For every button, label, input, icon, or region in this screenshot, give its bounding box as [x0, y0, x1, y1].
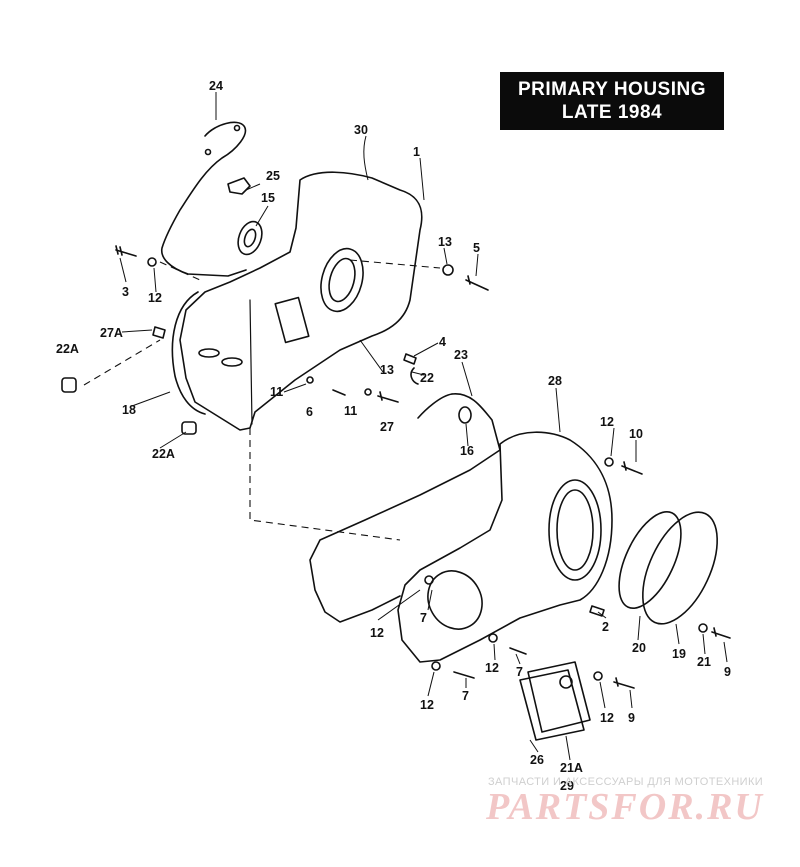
callout-27: 27	[380, 420, 394, 434]
gasket-24	[161, 121, 247, 277]
title-line-2: LATE 1984	[561, 102, 663, 123]
washer-12f	[593, 671, 603, 681]
callout-19: 19	[672, 647, 686, 661]
gasket-18	[171, 291, 206, 415]
seal-15	[237, 220, 263, 256]
callout-30: 30	[354, 123, 368, 137]
bolt-3	[115, 245, 137, 257]
gasket-26	[519, 669, 585, 741]
callout-22a-lower: 22A	[152, 447, 175, 461]
screw-9b	[613, 677, 635, 689]
callout-20: 20	[632, 641, 646, 655]
washer-21	[698, 623, 708, 633]
callout-12-lower-right: 12	[600, 711, 614, 725]
bolt-27	[377, 391, 399, 403]
callout-23: 23	[454, 348, 468, 362]
callout-5: 5	[473, 241, 480, 255]
callout-12-mid: 12	[370, 626, 384, 640]
washer-12e	[431, 661, 441, 671]
screw-9a	[711, 627, 731, 639]
callout-18: 18	[122, 403, 136, 417]
callout-3: 3	[122, 285, 129, 299]
washer-11b	[364, 388, 372, 396]
callout-1: 1	[413, 145, 420, 159]
bolt-6	[332, 389, 346, 396]
callout-12-upper-right: 12	[600, 415, 614, 429]
bolt-5	[465, 275, 489, 291]
callout-12-lower-mid: 12	[485, 661, 499, 675]
callout-22a-upper: 22A	[56, 342, 79, 356]
washer-12a	[147, 257, 157, 267]
callout-10: 10	[629, 427, 643, 441]
callout-22: 22	[420, 371, 434, 385]
callout-4: 4	[439, 335, 446, 349]
washer-12c	[424, 575, 434, 585]
callout-21a: 21A	[560, 761, 583, 775]
housing-bore	[320, 247, 364, 313]
gasket-hole	[233, 124, 241, 132]
callout-7-mid: 7	[516, 665, 523, 679]
cover-opening	[548, 479, 602, 581]
callout-13-lower: 13	[380, 363, 394, 377]
callout-12-left: 12	[148, 291, 162, 305]
gasket-hole	[204, 148, 212, 156]
derby-cover-19	[642, 511, 718, 625]
callout-13-upper: 13	[438, 235, 452, 249]
callout-16: 16	[460, 444, 474, 458]
washer-12b	[604, 457, 614, 467]
callout-25: 25	[266, 169, 280, 183]
plug-22a-lower	[181, 421, 197, 435]
callout-9-lower: 9	[628, 711, 635, 725]
gasket-23	[309, 393, 501, 623]
screw-7b	[509, 647, 527, 655]
diagram-title: PRIMARY HOUSING LATE 1984	[500, 72, 724, 130]
callout-27a: 27A	[100, 326, 123, 340]
callout-24: 24	[209, 79, 223, 93]
clutch-inspection-boss	[427, 570, 483, 630]
washer-11a	[306, 376, 314, 384]
bolt-10	[621, 461, 643, 475]
spring-22	[410, 367, 419, 385]
part-16	[458, 406, 472, 424]
inner-housing-30	[179, 171, 423, 431]
watermark-tagline: ЗАПЧАСТИ И АКСЕССУАРЫ ДЛЯ МОТОТЕХНИКИ	[488, 776, 764, 788]
callout-26: 26	[530, 753, 544, 767]
callout-7-upper: 7	[420, 611, 427, 625]
inspection-cover-29	[527, 661, 591, 733]
screw-4	[403, 353, 417, 365]
callout-9-right: 9	[724, 665, 731, 679]
fitting-27a	[152, 326, 166, 339]
callout-15: 15	[261, 191, 275, 205]
part-2	[589, 605, 605, 617]
callout-2: 2	[602, 620, 609, 634]
outer-cover-28	[397, 431, 613, 663]
callout-28: 28	[548, 374, 562, 388]
title-line-1: PRIMARY HOUSING	[517, 79, 707, 100]
callout-11-left: 11	[270, 385, 283, 399]
washer-13a	[442, 264, 454, 276]
callout-29: 29	[560, 779, 574, 793]
o-ring-20	[618, 510, 682, 610]
callout-7-lower: 7	[462, 689, 469, 703]
screw-7c	[453, 671, 475, 679]
washer-12d	[488, 633, 498, 643]
callout-21: 21	[697, 655, 711, 669]
callout-11-right: 11	[344, 404, 357, 418]
callout-12-lower-left: 12	[420, 698, 434, 712]
housing-window	[274, 296, 310, 344]
callout-6: 6	[306, 405, 313, 419]
watermark-brand: PARTSFOR.RU	[486, 786, 764, 828]
plug-22a-upper	[61, 377, 77, 393]
plate-25	[227, 177, 251, 195]
